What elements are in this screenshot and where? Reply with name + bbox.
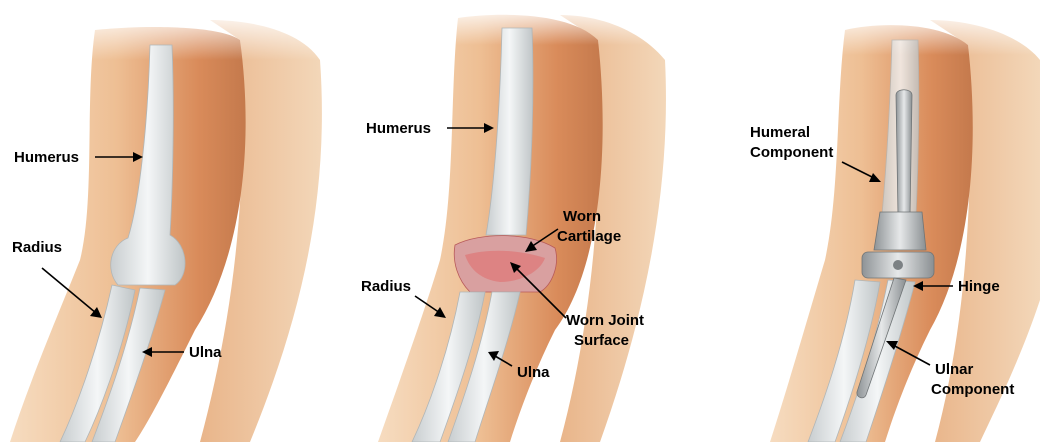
label-humeral: Humeral [750, 124, 810, 141]
label-humerus: Humerus [366, 120, 431, 137]
panel-normal-elbow: Humerus Radius Ulna [10, 10, 340, 442]
label-hinge: Hinge [958, 278, 1000, 295]
arm-fade [420, 5, 700, 45]
label-cartilage: Cartilage [557, 228, 621, 245]
label-ulna: Ulna [189, 344, 222, 361]
label-radius: Radius [361, 278, 411, 295]
label-surface: Surface [574, 332, 629, 349]
label-ulnar: Ulnar [935, 361, 974, 378]
label-humerus: Humerus [14, 149, 79, 166]
label-ulnar-component: Component [931, 381, 1014, 398]
humeral-component [896, 90, 912, 215]
humeral-component-flange [874, 212, 926, 250]
label-worn-joint: Worn Joint [566, 312, 644, 329]
arm-fade [800, 10, 1040, 55]
hinge-axle [893, 260, 903, 270]
panel-elbow-replacement: Humeral Component Hinge Ulnar Component [750, 10, 1040, 442]
label-humeral-component: Component [750, 144, 833, 161]
label-ulna: Ulna [517, 364, 550, 381]
label-radius: Radius [12, 239, 62, 256]
arm-fade [60, 10, 340, 60]
label-worn: Worn [563, 208, 601, 225]
panel-arthritic-elbow: Humerus Worn Cartilage Radius Worn Joint… [361, 5, 700, 442]
